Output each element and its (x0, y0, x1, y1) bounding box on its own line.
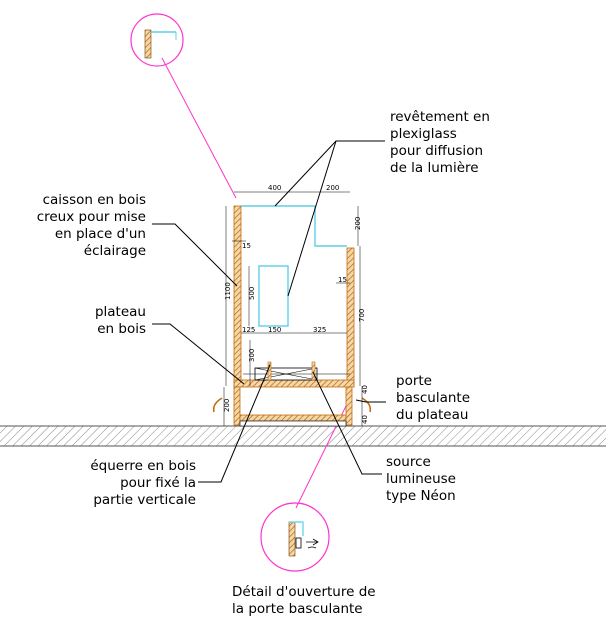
label-caisson: caisson en bois creux pour mise en place… (37, 192, 146, 259)
wood-bracket-left (267, 361, 272, 381)
leader-equerre (198, 364, 271, 483)
dim-bottom-mid: 150 (268, 326, 281, 334)
ground (0, 425, 606, 447)
label-porte: porte basculante du plateau (396, 373, 470, 423)
label-source: source lumineuse type Néon (386, 454, 456, 504)
dim-wall-right: 15 (338, 276, 347, 284)
leader-caisson (152, 223, 238, 287)
annotation-leaders (152, 140, 386, 483)
base-right-leg (345, 386, 353, 426)
label-porte-line-2: basculante (396, 390, 470, 406)
label-revetement-line-4: de la lumière (390, 160, 479, 176)
dimension-lines (223, 191, 363, 426)
dim-height-left: 1100 (224, 282, 232, 300)
label-source-line-3: type Néon (386, 488, 456, 504)
label-porte-line-3: du plateau (396, 407, 468, 423)
dim-bottom-left: 125 (242, 326, 255, 334)
dim-base-right-bottom: 40 (361, 415, 369, 424)
detail-circle-top (130, 13, 184, 67)
detail-circle-bottom (260, 502, 330, 572)
dim-height-right: 700 (358, 309, 366, 322)
label-equerre-line-3: partie verticale (93, 492, 196, 508)
label-plateau-line-2: en bois (97, 321, 146, 337)
leader-source (312, 371, 382, 475)
detail-leader-top (161, 57, 237, 199)
leader-plateau (152, 323, 245, 385)
label-revetement-line-2: plexiglass (390, 126, 457, 142)
base-feet (239, 420, 347, 427)
label-equerre-line-2: pour fixé la (120, 475, 196, 491)
base-left-leg (233, 386, 241, 426)
label-caisson-line-4: éclairage (84, 243, 146, 259)
label-detail-line-1: Détail d'ouverture de (232, 584, 376, 600)
left-wood-wall (233, 205, 242, 387)
label-detail-line-2: la porte basculante (232, 601, 363, 617)
dim-base-left: 200 (223, 399, 231, 412)
plexiglass-panel (258, 265, 289, 327)
label-source-line-2: lumineuse (386, 471, 456, 487)
dim-right-drop: 200 (354, 217, 362, 230)
dim-panel-height: 500 (248, 287, 256, 300)
label-plateau-line-1: plateau (95, 304, 146, 320)
label-plateau: plateau en bois (95, 304, 146, 337)
leader-revetement-panel (287, 140, 337, 297)
dim-top-offset: 200 (326, 184, 339, 192)
label-equerre: équerre en bois pour fixé la partie vert… (90, 458, 196, 508)
dim-top-width: 400 (268, 184, 281, 192)
dim-lower-height: 300 (248, 349, 256, 362)
label-caisson-line-3: en place d'un (55, 226, 146, 242)
dim-bottom-right: 325 (313, 326, 326, 334)
right-wood-wall (346, 247, 355, 387)
label-porte-line-1: porte (396, 373, 432, 389)
plexiglass-top (241, 205, 347, 247)
label-caisson-line-2: creux pour mise (37, 209, 146, 225)
dim-base-right-top: 40 (361, 385, 369, 394)
label-detail: Détail d'ouverture de la porte basculant… (232, 584, 376, 617)
door-arc-right (361, 397, 372, 413)
dim-wall-left: 15 (242, 242, 251, 250)
label-equerre-line-1: équerre en bois (90, 458, 196, 474)
door-arc-left (212, 397, 223, 413)
wood-bracket-right (311, 361, 316, 381)
label-source-line-1: source (386, 454, 431, 470)
label-revetement: revêtement en plexiglass pour diffusion … (390, 109, 490, 176)
leader-revetement (274, 140, 385, 207)
label-revetement-line-1: revêtement en (390, 109, 490, 125)
leader-porte (355, 399, 386, 403)
label-caisson-line-1: caisson en bois (43, 192, 146, 208)
label-revetement-line-3: pour diffusion (390, 143, 483, 159)
base-plate (239, 414, 347, 422)
cabinet-elevation (212, 205, 372, 427)
wood-tray (233, 379, 355, 388)
